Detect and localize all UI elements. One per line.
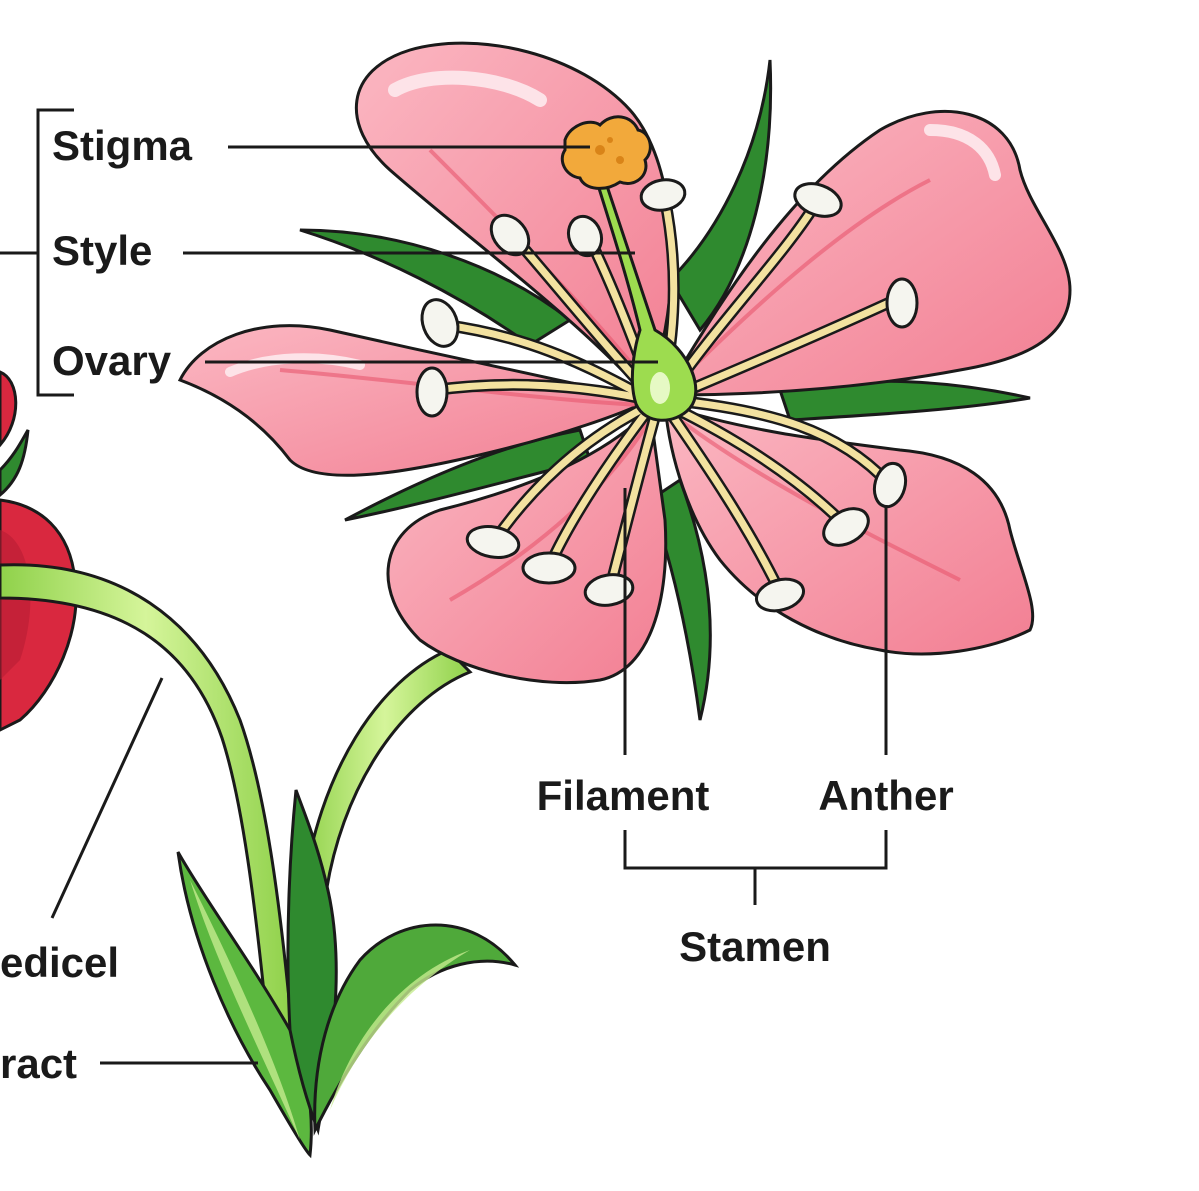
label-anther: Anther (818, 775, 953, 817)
label-pedicel: edicel (0, 942, 119, 984)
stamen-bracket (625, 830, 886, 868)
label-filament: Filament (537, 775, 710, 817)
bract-leaves (178, 790, 515, 1155)
label-ovary: Ovary (52, 340, 171, 382)
label-stigma: Stigma (52, 125, 192, 167)
red-flower (0, 372, 76, 730)
label-style: Style (52, 230, 152, 272)
pedicel-leader (52, 678, 162, 918)
label-stamen: Stamen (679, 926, 831, 968)
label-bract: ract (0, 1043, 77, 1085)
